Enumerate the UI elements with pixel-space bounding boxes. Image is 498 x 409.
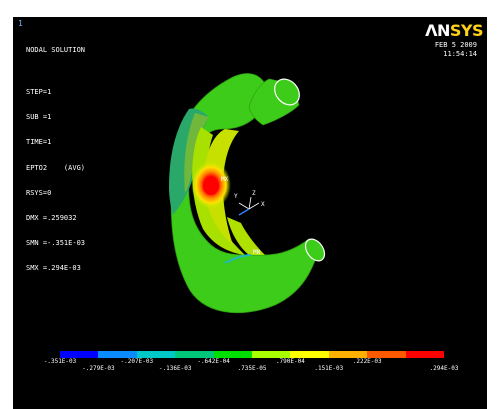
legend-label: -.351E-03 bbox=[43, 358, 77, 365]
legend-label: -.642E-04 bbox=[197, 358, 230, 365]
svg-text:Y: Y bbox=[234, 193, 238, 200]
info-line: RSYS=0 bbox=[26, 188, 52, 197]
legend-swatch bbox=[328, 351, 368, 358]
axis-triad: X Y Z bbox=[234, 190, 265, 216]
info-line: SMN =-.351E-03 bbox=[26, 239, 86, 248]
legend-label: .790E-04 bbox=[275, 358, 305, 365]
time-text: 11:54:14 bbox=[443, 49, 477, 58]
info-line: DMX =.259032 bbox=[26, 213, 77, 222]
legend-swatch bbox=[175, 351, 214, 358]
date-text: FEB 5 2009 bbox=[434, 41, 477, 49]
legend-swatch bbox=[290, 351, 329, 358]
info-line: TIME=1 bbox=[26, 138, 52, 147]
ansys-logo: ΛNSYS bbox=[425, 21, 483, 40]
solution-info: NODAL SOLUTION STEP=1 SUB =1 TIME=1 EPTO… bbox=[26, 29, 85, 290]
legend-label: .735E-05 bbox=[237, 365, 267, 372]
info-line: NODAL SOLUTION bbox=[26, 45, 86, 54]
info-line: SMX =.294E-03 bbox=[26, 264, 81, 273]
lower-end-face bbox=[304, 238, 326, 262]
max-marker: MX bbox=[221, 176, 229, 183]
legend-swatch bbox=[213, 351, 253, 358]
info-line: STEP=1 bbox=[26, 87, 52, 96]
timestamp: FEB 5 2009 11:54:14 bbox=[435, 41, 477, 58]
legend-label: .222E-03 bbox=[352, 358, 382, 365]
fea-model: MX MN X Y Z bbox=[169, 73, 326, 314]
legend-swatch bbox=[367, 351, 406, 358]
legend-swatch bbox=[98, 351, 137, 358]
contour-legend bbox=[60, 351, 445, 358]
legend-label: -.136E-03 bbox=[158, 365, 192, 372]
legend-label: .294E-03 bbox=[429, 365, 459, 372]
upper-end-face bbox=[274, 78, 300, 106]
legend-swatch bbox=[136, 351, 176, 358]
graphics-viewport[interactable]: 1 NODAL SOLUTION STEP=1 SUB =1 TIME=1 EP… bbox=[13, 17, 487, 373]
svg-text:Z: Z bbox=[252, 190, 256, 197]
legend-label: .151E-03 bbox=[314, 365, 344, 372]
info-line: EPTO2 (AVG) bbox=[26, 163, 86, 172]
bottom-bar bbox=[13, 373, 487, 409]
min-marker: MN bbox=[253, 249, 261, 256]
svg-text:X: X bbox=[261, 201, 265, 208]
min-stress-region bbox=[224, 254, 252, 264]
legend-label: -.207E-03 bbox=[120, 358, 154, 365]
legend-swatch bbox=[252, 351, 291, 358]
info-line: SUB =1 bbox=[26, 113, 52, 122]
legend-swatch bbox=[405, 351, 445, 358]
legend-swatch bbox=[60, 351, 99, 358]
window-number: 1 bbox=[18, 19, 23, 28]
legend-label: -.279E-03 bbox=[82, 365, 115, 372]
